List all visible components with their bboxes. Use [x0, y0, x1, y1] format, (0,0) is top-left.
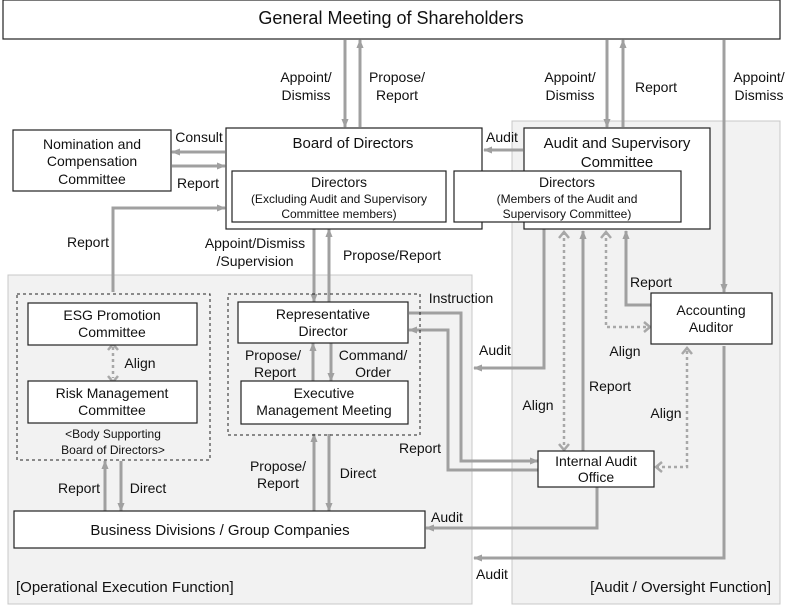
- label-appoint-dismiss-1a: Appoint/: [280, 69, 331, 85]
- label-audit-bd: Audit: [431, 509, 463, 525]
- nomination-label-2: Compensation: [47, 153, 137, 169]
- directors-right-label-3: Supervisory Committee): [503, 207, 632, 221]
- label-direct-2: Direct: [130, 480, 167, 496]
- label-report-esg: Report: [67, 234, 109, 250]
- label-report-acct: Report: [630, 274, 672, 290]
- directors-left-label-1: Directors: [311, 174, 367, 190]
- rep-director-label-2: Director: [298, 323, 347, 339]
- align-acct-ia: [656, 348, 689, 469]
- risk-label-2: Committee: [78, 402, 146, 418]
- directors-right-label-2: (Members of the Audit and: [497, 192, 638, 206]
- nomination-label-1: Nomination and: [43, 136, 141, 152]
- directors-left-box: [231, 170, 447, 223]
- business-box: [13, 510, 426, 549]
- label-appoint-dismiss-2b: Dismiss: [546, 87, 595, 103]
- arrow-ia-audit-bd: [425, 487, 599, 532]
- label-report-ia: Report: [399, 440, 441, 456]
- label-instruction: Instruction: [429, 290, 494, 306]
- label-audit-board: Audit: [486, 129, 518, 145]
- label-report-1: Report: [635, 79, 677, 95]
- arrow-ia-report-rep: [408, 326, 538, 472]
- directors-right-label-1: Directors: [539, 174, 595, 190]
- accounting-label-2: Auditor: [689, 319, 734, 335]
- label-command-order-a: Command/: [339, 347, 408, 363]
- accounting-auditor-box: [650, 292, 773, 345]
- executive-group: [227, 293, 421, 436]
- nomination-box: [12, 129, 172, 192]
- label-appoint-dismiss-2a: Appoint/: [544, 69, 595, 85]
- body-support-label-2: Board of Directors>: [61, 443, 165, 457]
- label-propose-report-3b: Report: [254, 364, 296, 380]
- label-report-bd: Report: [58, 480, 100, 496]
- board-label: Board of Directors: [293, 135, 414, 152]
- arrow-audit-rep: [473, 229, 546, 372]
- directors-right-box: [453, 170, 682, 223]
- arrow-esg-report: [111, 204, 226, 292]
- rep-director-box: [237, 301, 409, 344]
- gms-label: General Meeting of Shareholders: [258, 8, 523, 28]
- nomination-label-3: Committee: [58, 171, 126, 187]
- internal-audit-label-2: Office: [578, 469, 615, 485]
- esg-box: [27, 302, 198, 346]
- label-propose-report-1b: Report: [376, 87, 418, 103]
- operational-region-label: [Operational Execution Function]: [16, 579, 234, 596]
- audit-region-label: [Audit / Oversight Function]: [590, 579, 771, 596]
- supporting-bodies-group: [16, 293, 211, 461]
- arrow-audit-bottom: [473, 346, 726, 562]
- label-align-acct-ia: Align: [650, 405, 681, 421]
- label-propose-report-3a: Propose/: [245, 347, 301, 363]
- gms-box: [2, 0, 781, 40]
- label-report-nomination: Report: [177, 175, 219, 191]
- label-propose-report-2: Propose/Report: [343, 247, 441, 263]
- label-command-order-b: Order: [355, 364, 391, 380]
- exec-meeting-label-1: Executive: [294, 385, 355, 401]
- label-audit-rep: Audit: [479, 342, 511, 358]
- label-propose-report-4b: Report: [257, 475, 299, 491]
- rep-director-label-1: Representative: [276, 306, 370, 322]
- label-appoint-dismiss-supervision-a: Appoint/Dismiss: [205, 235, 305, 251]
- audit-committee-label-2: Committee: [581, 154, 654, 171]
- arrow-instruction: [409, 311, 539, 465]
- label-appoint-dismiss-3b: Dismiss: [735, 87, 784, 103]
- label-appoint-dismiss-3a: Appoint/: [733, 69, 784, 85]
- esg-label-1: ESG Promotion: [63, 307, 160, 323]
- internal-audit-label-1: Internal Audit: [555, 453, 637, 469]
- label-direct-1: Direct: [340, 465, 377, 481]
- accounting-label-1: Accounting: [676, 302, 745, 318]
- label-align-esg: Align: [124, 355, 155, 371]
- exec-meeting-box: [240, 380, 409, 425]
- label-audit-bottom: Audit: [476, 566, 508, 582]
- audit-committee-label-1: Audit and Supervisory: [544, 135, 691, 152]
- label-appoint-dismiss-1b: Dismiss: [282, 87, 331, 103]
- align-directors-acct: [604, 232, 650, 329]
- risk-box: [27, 380, 198, 424]
- label-report-ia-up: Report: [589, 378, 631, 394]
- label-align-acct: Align: [609, 343, 640, 359]
- label-consult: Consult: [175, 129, 223, 145]
- directors-left-label-3: Committee members): [281, 207, 396, 221]
- directors-left-label-2: (Excluding Audit and Supervisory: [251, 192, 427, 206]
- esg-label-2: Committee: [78, 324, 146, 340]
- label-appoint-dismiss-supervision-b: /Supervision: [216, 253, 293, 269]
- business-label: Business Divisions / Group Companies: [90, 522, 349, 539]
- arrow-acct-report: [622, 230, 651, 307]
- risk-label-1: Risk Management: [56, 385, 169, 401]
- body-support-label-1: <Body Supporting: [65, 427, 161, 441]
- label-propose-report-4a: Propose/: [250, 458, 306, 474]
- exec-meeting-label-2: Management Meeting: [256, 402, 391, 418]
- internal-audit-box: [537, 450, 655, 488]
- label-propose-report-1a: Propose/: [369, 69, 425, 85]
- label-align-ia: Align: [522, 397, 553, 413]
